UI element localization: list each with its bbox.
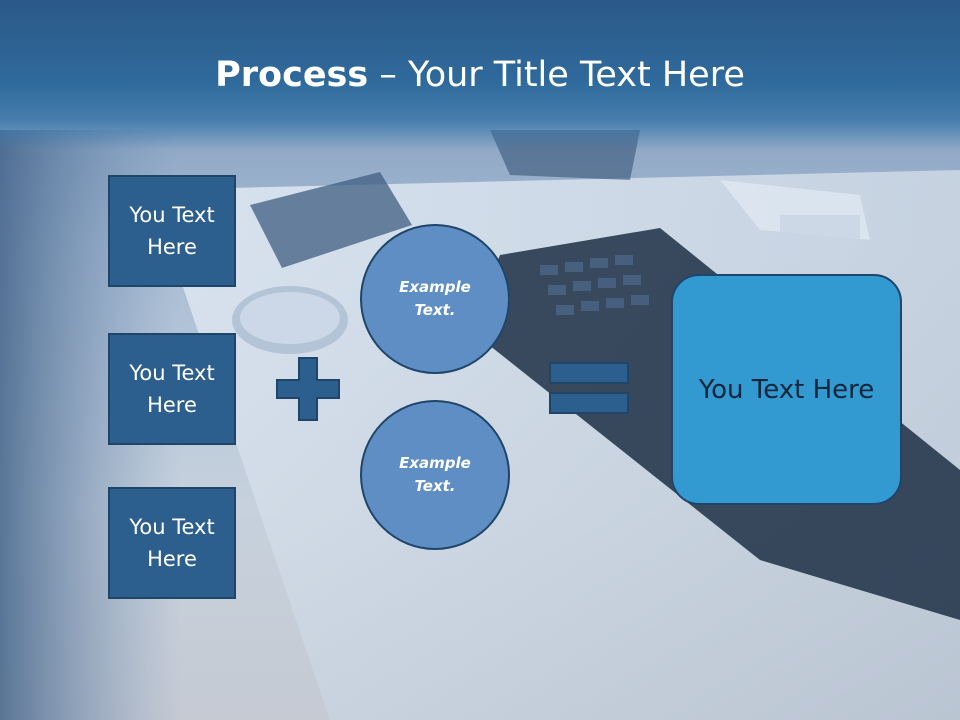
circle-2[interactable]: Example Text. [360,400,510,550]
title-bar [0,0,960,150]
circle-2-label: Example Text. [399,454,471,495]
title-rest: – Your Title Text Here [368,55,745,95]
title-bold-part: Process [215,55,369,95]
slide-title: Process – Your Title Text Here [0,52,960,98]
left-box-2-label: You Text Here [129,361,215,417]
left-box-3[interactable]: You Text Here [108,487,236,599]
circle-1[interactable]: Example Text. [360,224,510,374]
left-box-2[interactable]: You Text Here [108,333,236,445]
equals-icon [549,362,629,414]
plus-icon [276,357,340,421]
left-box-3-label: You Text Here [129,515,215,571]
result-box[interactable]: You Text Here [671,274,902,505]
circle-1-label: Example Text. [399,278,471,319]
result-box-label: You Text Here [698,374,875,405]
left-box-1-label: You Text Here [129,203,215,259]
left-box-1[interactable]: You Text Here [108,175,236,287]
